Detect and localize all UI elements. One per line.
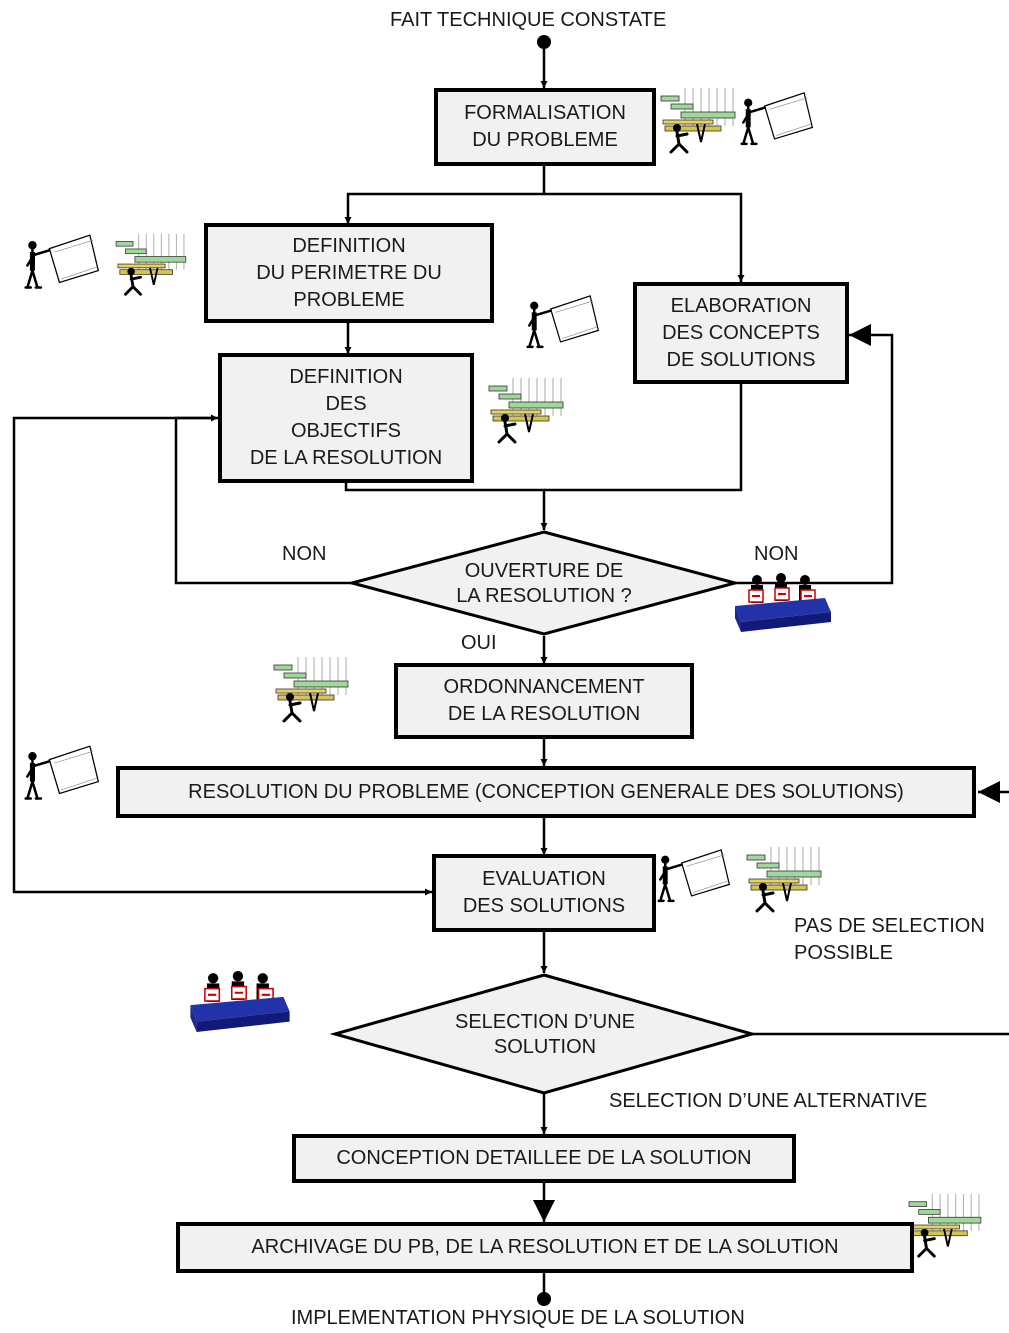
gantt-chart-icon <box>272 655 350 723</box>
gantt-chart-icon <box>659 86 737 154</box>
arrow-formalisation-to-concepts <box>544 192 745 282</box>
end-terminal-dot <box>537 1292 551 1306</box>
edge-label-non-left: NON <box>282 543 327 565</box>
edge-label-line: POSSIBLE <box>794 942 893 964</box>
node-label: FORMALISATION <box>464 102 626 124</box>
node-definition-objectifs: DEFINITION DES OBJECTIFS DE LA RESOLUTION <box>218 353 474 483</box>
presenter-whiteboard-icon <box>24 744 100 800</box>
presenter-whiteboard-icon <box>526 294 600 349</box>
presenter-whiteboard-icon <box>24 233 100 289</box>
node-label: DU PERIMETRE DU <box>256 261 442 284</box>
node-label: OBJECTIFS <box>290 420 401 442</box>
decision-selection-shape <box>329 973 758 1095</box>
edge-label-alternative: SELECTION D’UNE ALTERNATIVE <box>609 1090 928 1112</box>
node-label: DU PROBLEME <box>472 129 618 151</box>
node-resolution-probleme: RESOLUTION DU PROBLEME (CONCEPTION GENER… <box>116 766 976 818</box>
node-label: RESOLUTION DU PROBLEME (CONCEPTION GENER… <box>188 780 904 803</box>
decision-label: SELECTION D’UNE <box>454 1011 636 1033</box>
start-terminal-dot <box>537 35 551 49</box>
presenter-whiteboard-icon <box>657 848 731 903</box>
line-concepts-to-ouverture <box>544 383 743 492</box>
edge-label-oui: OUI <box>461 632 497 654</box>
node-conception-detaillee: CONCEPTION DETAILLEE DE LA SOLUTION <box>292 1134 796 1183</box>
meeting-table-icon <box>189 970 291 1032</box>
node-elaboration-concepts: ELABORATION DES CONCEPTS DE SOLUTIONS <box>633 282 849 384</box>
end-label: IMPLEMENTATION PHYSIQUE DE LA SOLUTION <box>291 1307 745 1329</box>
decision-selection: SELECTION D’UNE SOLUTION <box>390 1009 700 1061</box>
node-label: DE SOLUTIONS <box>666 348 816 371</box>
node-formalisation: FORMALISATION DU PROBLEME <box>434 88 656 166</box>
node-label: DES CONCEPTS <box>662 321 820 344</box>
presenter-whiteboard-icon <box>740 91 814 146</box>
node-label: DEFINITION <box>292 234 406 257</box>
decision-ouverture: OUVERTURE DE LA RESOLUTION ? <box>392 558 696 610</box>
edge-label-pas-de-selection: PAS DE SELECTION POSSIBLE <box>794 913 985 967</box>
edge-label-line: PAS DE SELECTION <box>794 915 985 937</box>
node-archivage: ARCHIVAGE DU PB, DE LA RESOLUTION ET DE … <box>176 1222 914 1273</box>
arrow-loop-to-evaluation <box>12 416 432 896</box>
decision-label: LA RESOLUTION ? <box>456 585 632 607</box>
node-label: ORDONNANCEMENT <box>443 676 645 698</box>
node-ordonnancement: ORDONNANCEMENT DE LA RESOLUTION <box>394 663 694 739</box>
flow-connectors <box>12 35 1009 1306</box>
node-label: DES SOLUTIONS <box>462 895 626 917</box>
edge-label-non-right: NON <box>754 543 799 565</box>
node-label: DE LA RESOLUTION <box>447 703 641 725</box>
node-label: DEFINITION <box>289 366 403 388</box>
node-label: CONCEPTION DETAILLEE DE LA SOLUTION <box>336 1147 752 1169</box>
arrow-non-to-concepts <box>735 324 894 585</box>
node-definition-perimetre: DEFINITION DU PERIMETRE DU PROBLEME <box>204 223 494 323</box>
node-label: ELABORATION <box>670 294 812 317</box>
node-label: EVALUATION <box>482 868 606 890</box>
start-label: FAIT TECHNIQUE CONSTATE <box>390 9 667 31</box>
arrow-objectifs-to-ouverture <box>344 482 548 530</box>
node-label: DE LA RESOLUTION <box>249 447 443 469</box>
decision-label: OUVERTURE DE <box>464 560 624 582</box>
gantt-chart-icon <box>907 1192 983 1258</box>
node-label: PROBLEME <box>293 288 405 311</box>
gantt-chart-icon <box>114 232 188 296</box>
node-label: DES <box>325 393 367 415</box>
gantt-chart-icon <box>487 376 565 444</box>
decision-ouverture-shape <box>346 530 741 636</box>
gantt-chart-icon <box>745 845 823 913</box>
decision-label: SOLUTION <box>493 1036 597 1058</box>
node-label: ARCHIVAGE DU PB, DE LA RESOLUTION ET DE … <box>251 1236 839 1258</box>
node-evaluation: EVALUATION DES SOLUTIONS <box>432 854 656 932</box>
arrow-formalisation-to-perimetre <box>344 164 546 224</box>
